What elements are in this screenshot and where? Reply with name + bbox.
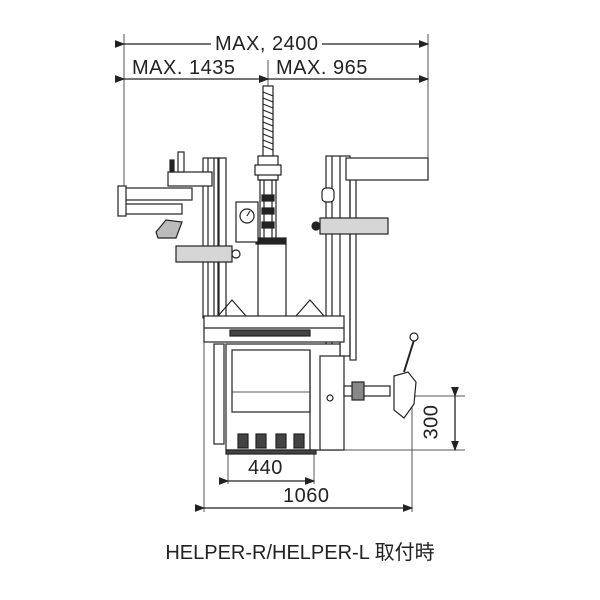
dim-label-base-width: 440 [248, 457, 283, 479]
pedals [237, 433, 305, 449]
machine [117, 85, 429, 455]
dim-label-right-width: MAX. 965 [276, 57, 368, 79]
bead-breaker-arm [343, 332, 419, 419]
dim-label-pedal-height: 300 [420, 404, 443, 440]
base-cabinet [213, 343, 345, 455]
helper-right [311, 155, 429, 361]
helper-left [117, 151, 241, 319]
pressure-gauge [235, 201, 259, 243]
dim-label-left-width: MAX. 1435 [132, 57, 236, 79]
turntable [203, 299, 345, 343]
dim-label-overall-width: MAX, 2400 [211, 34, 323, 54]
helper-left-panel [175, 245, 233, 263]
dimension-lines [114, 40, 459, 512]
central-tower [257, 243, 287, 325]
dim-label-total-depth: 1060 [283, 485, 330, 507]
diagram-caption: HELPER-R/HELPER-L 取付時 [165, 542, 435, 564]
screw-column [254, 85, 287, 245]
helper-right-panel [319, 217, 389, 235]
